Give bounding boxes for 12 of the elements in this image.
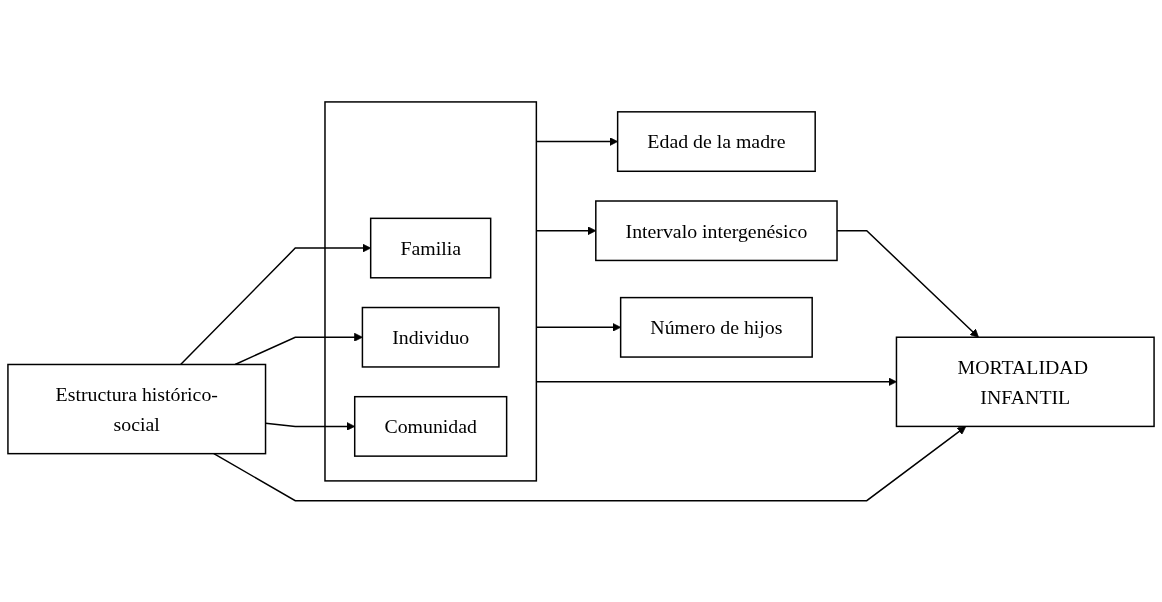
node-box: Estructura histórico-social bbox=[7, 363, 267, 455]
node-box: MORTALIDAD INFANTIL bbox=[895, 336, 1155, 427]
arrow bbox=[535, 377, 897, 386]
arrow bbox=[234, 332, 363, 365]
node-box: Edad de la madre bbox=[616, 110, 816, 172]
node-box: Individuo bbox=[361, 306, 500, 368]
arrow bbox=[213, 425, 967, 502]
node-box: Comunidad bbox=[353, 395, 508, 457]
node-box: Familia bbox=[369, 217, 492, 279]
node-box: Número de hijos bbox=[619, 296, 813, 358]
node-box: Intervalo intergenésico bbox=[595, 199, 838, 261]
cluster bbox=[324, 100, 538, 482]
